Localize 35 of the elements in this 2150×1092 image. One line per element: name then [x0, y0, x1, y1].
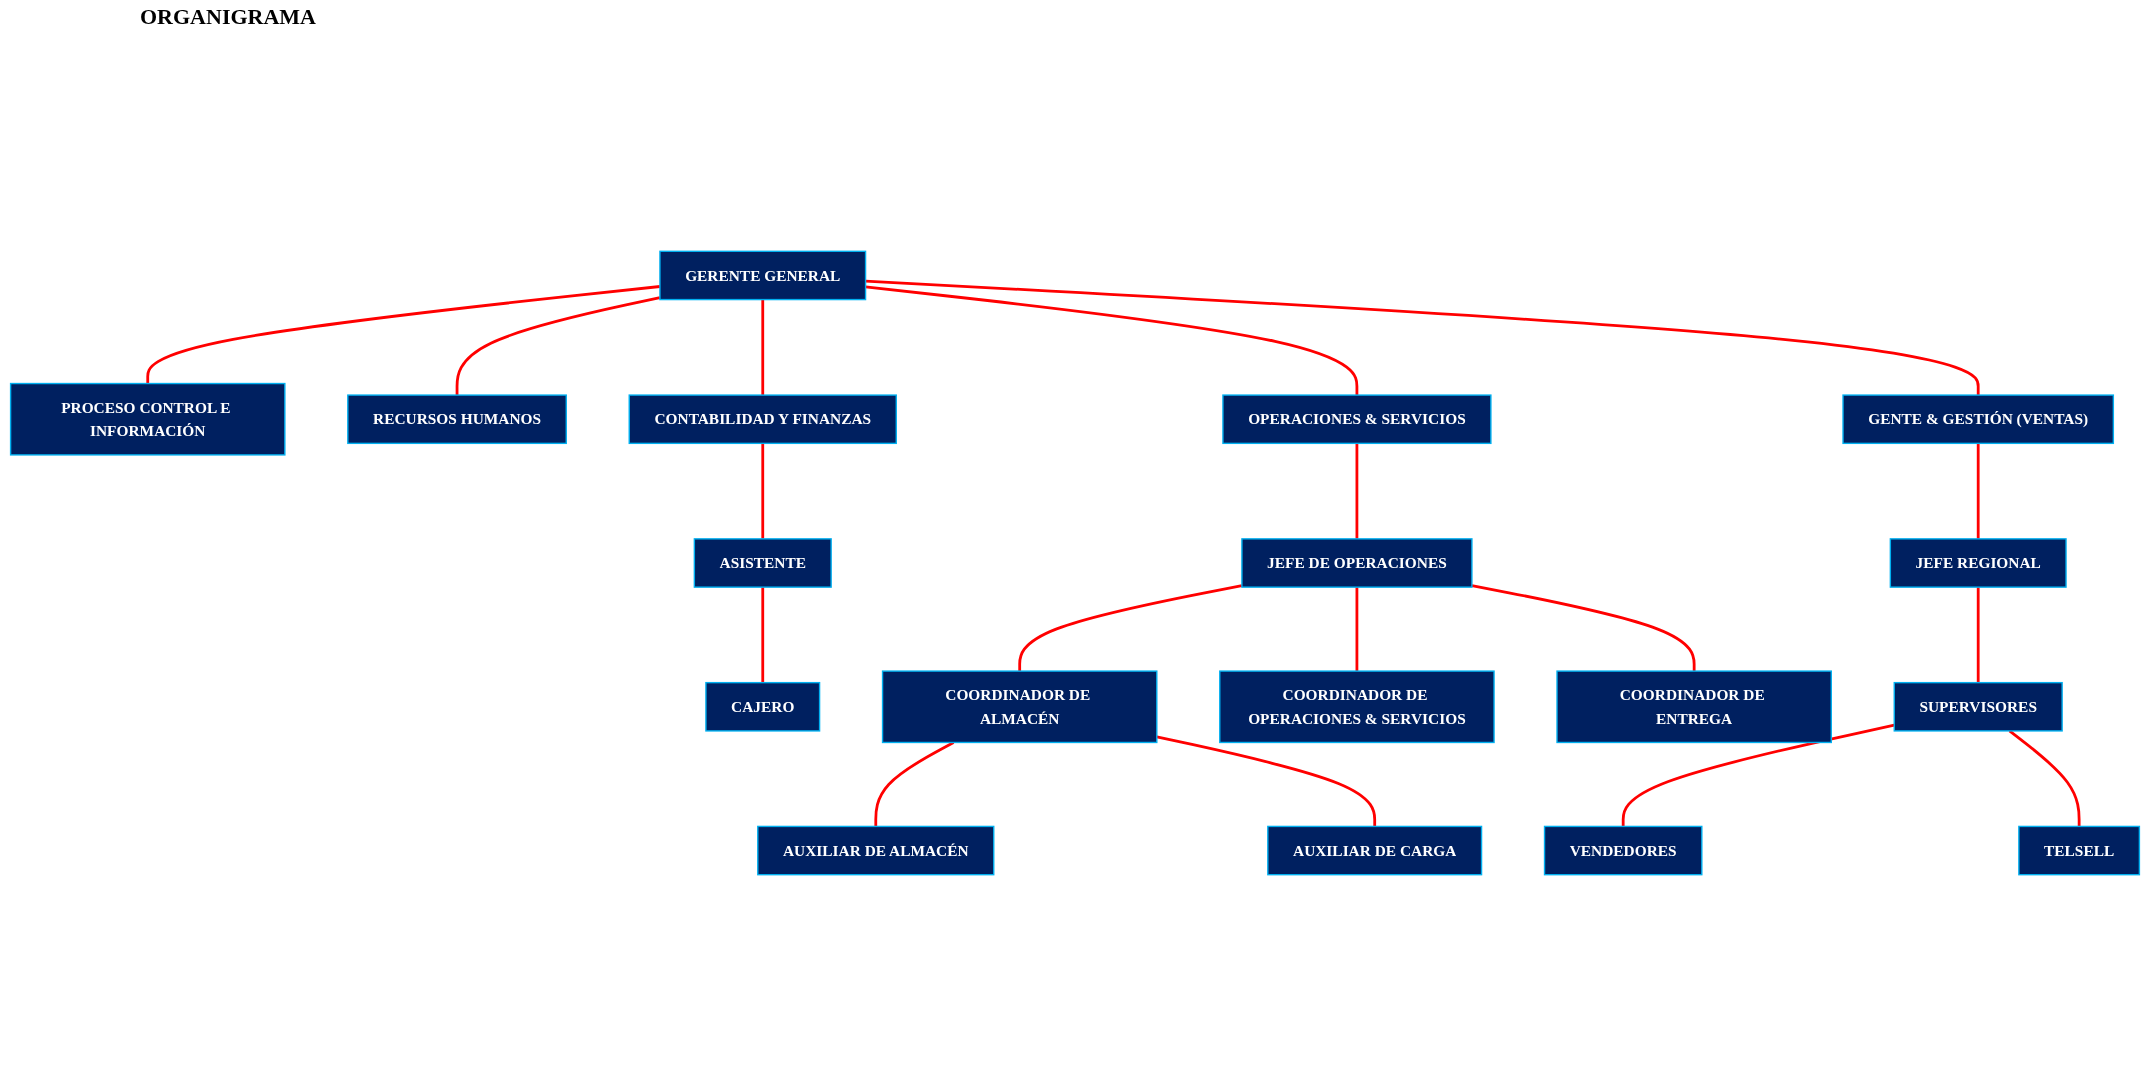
connector [761, 442, 765, 539]
connector [2008, 729, 2081, 826]
connector [874, 740, 955, 826]
connector [1976, 586, 1980, 683]
node-box: OPERACIONES & SERVICIOS [1222, 393, 1492, 444]
connector [1471, 583, 1696, 671]
node-box: GENTE & GESTIÓN (VENTAS) [1842, 393, 2115, 444]
node-box: TELSELL [2018, 825, 2141, 875]
connector [1355, 586, 1359, 671]
node-box: COORDINADOR DE OPERACIONES & SERVICIOS [1219, 669, 1495, 743]
node-box: ASISTENTE [693, 537, 832, 588]
node-box: CONTABILIDAD Y FINANZAS [628, 393, 897, 444]
connector [1621, 723, 1895, 826]
connector [1355, 442, 1359, 539]
node-box: COORDINADOR DE ALMACÉN [881, 669, 1158, 743]
connector [761, 586, 765, 683]
node-box: PROCESO CONTROL E INFORMACIÓN [9, 382, 286, 456]
node-box: SUPERVISORES [1893, 681, 2063, 732]
connector [865, 279, 1980, 395]
chart-title: ORGANIGRAMA [140, 4, 316, 30]
connector [865, 285, 1359, 395]
node-box: RECURSOS HUMANOS [347, 393, 567, 444]
node-box: CAJERO [705, 681, 821, 732]
connector [1156, 734, 1377, 826]
node-box: AUXILIAR DE ALMACÉN [757, 825, 995, 875]
connector [761, 299, 765, 395]
node-box: GERENTE GENERAL [659, 250, 867, 300]
node-box: JEFE DE OPERACIONES [1241, 537, 1473, 588]
connector [455, 295, 661, 395]
node-box: COORDINADOR DE ENTREGA [1556, 669, 1832, 743]
node-box: JEFE REGIONAL [1889, 537, 2067, 588]
connector [1976, 442, 1980, 539]
node-box: AUXILIAR DE CARGA [1267, 825, 1483, 875]
node-box: VENDEDORES [1543, 825, 1703, 875]
connector [1018, 583, 1243, 671]
